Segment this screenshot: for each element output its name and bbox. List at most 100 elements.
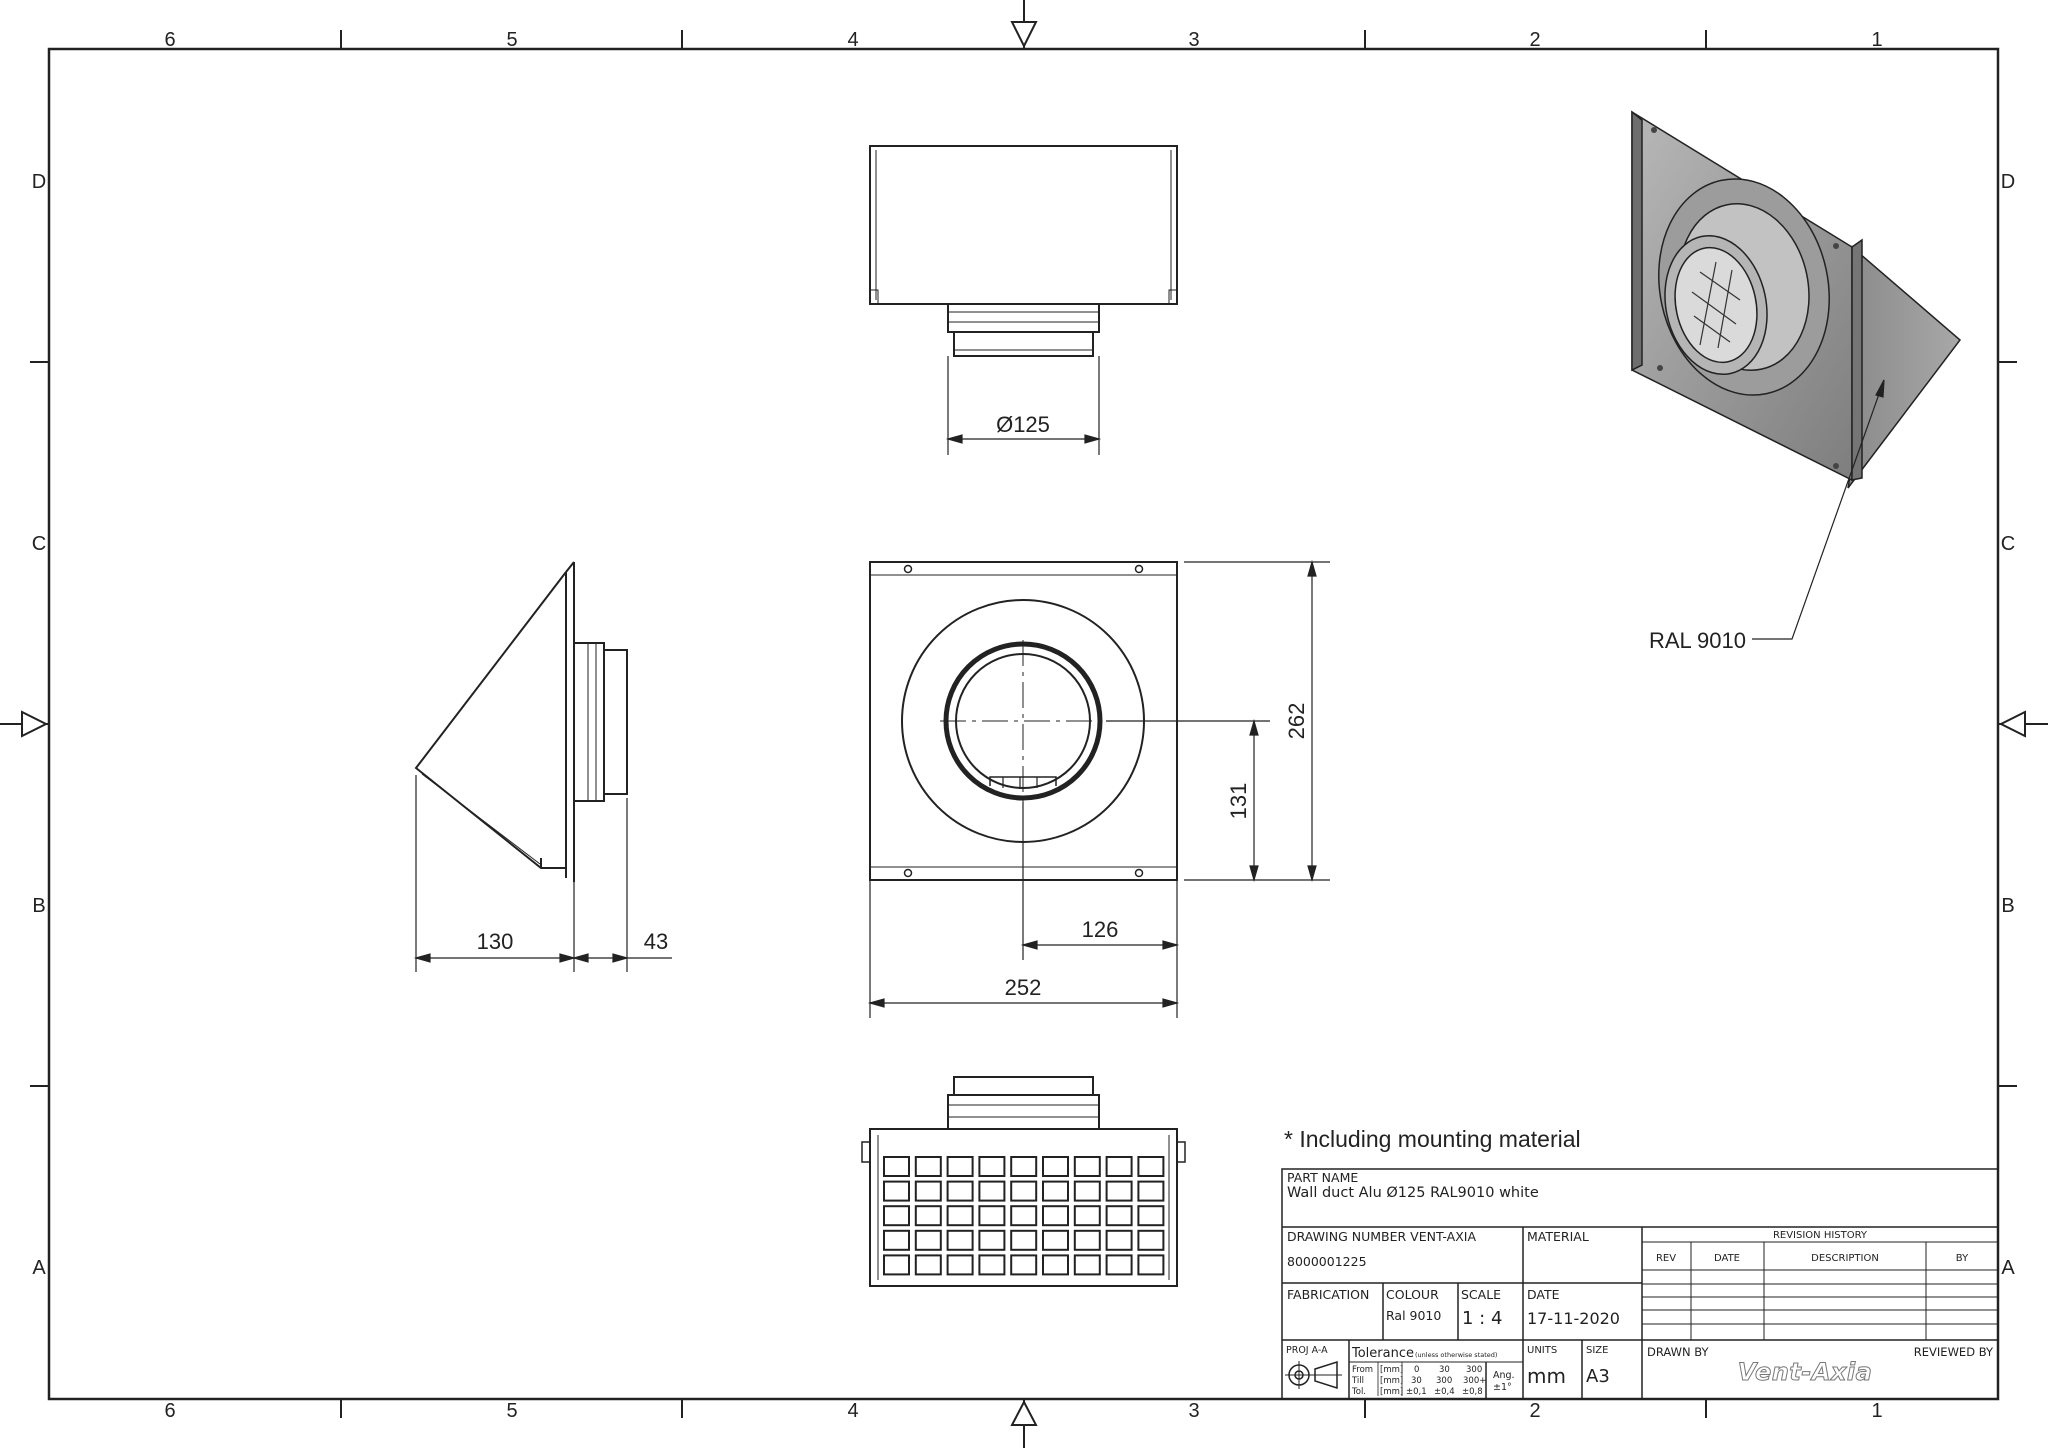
grille-opening — [1137, 1254, 1165, 1276]
grille-opening — [1105, 1180, 1133, 1202]
tolerance-label: Tolerance — [1351, 1346, 1414, 1361]
angle-value: ±1° — [1493, 1382, 1512, 1393]
column-label: 2 — [1529, 1400, 1540, 1422]
tolerance-cell: From — [1352, 1365, 1373, 1375]
column-label: 1 — [1871, 29, 1882, 51]
grille-opening — [883, 1229, 910, 1251]
angle-label: Ang. — [1493, 1370, 1515, 1381]
dimension-label-half-height: 131 — [1226, 783, 1251, 820]
fabrication-label: FABRICATION — [1287, 1287, 1369, 1302]
column-label: 3 — [1188, 1400, 1199, 1422]
tolerance-cell: 30 — [1411, 1376, 1422, 1386]
tolerance-cell: ±0,1 — [1406, 1387, 1427, 1397]
colour-value: Ral 9010 — [1386, 1308, 1441, 1323]
row-label: B — [32, 895, 45, 917]
row-label: B — [2001, 895, 2014, 917]
dimension-side — [413, 775, 672, 972]
tolerance-cell: 300 — [1466, 1365, 1482, 1375]
dimension-label-depth: 130 — [477, 929, 514, 954]
callout-ral-label: RAL 9010 — [1649, 628, 1746, 653]
date-value: 17-11-2020 — [1527, 1309, 1620, 1328]
grille-opening — [914, 1156, 942, 1177]
row-label: D — [2001, 171, 2015, 193]
tolerance-cell: [mm] — [1380, 1387, 1403, 1397]
units-value: mm — [1527, 1364, 1566, 1388]
grille-opening — [1010, 1205, 1038, 1227]
colour-label: COLOUR — [1386, 1287, 1439, 1302]
grille-opening — [1105, 1254, 1133, 1276]
grille-opening — [1073, 1156, 1101, 1177]
callout-leader — [1752, 379, 1885, 640]
grille-opening — [978, 1205, 1006, 1227]
grille-opening — [1073, 1205, 1101, 1227]
grille-opening — [914, 1180, 942, 1202]
grille-opening — [946, 1229, 974, 1251]
material-label: MATERIAL — [1527, 1229, 1589, 1244]
dimension-label-collar: 43 — [644, 929, 668, 954]
grille-opening — [1010, 1229, 1038, 1251]
grille-opening — [978, 1156, 1006, 1177]
grille-opening — [1042, 1229, 1069, 1251]
grille-opening — [883, 1254, 910, 1276]
grille-opening — [883, 1180, 910, 1202]
grille-opening — [978, 1180, 1006, 1202]
dimension-label-half-width: 126 — [1082, 917, 1119, 942]
grille-opening — [1137, 1205, 1165, 1227]
drawing-number-value: 8000001225 — [1287, 1254, 1367, 1269]
row-label: C — [2001, 533, 2015, 555]
grille-opening — [1042, 1156, 1069, 1177]
scale-value: 1 : 4 — [1462, 1308, 1502, 1329]
column-label: 2 — [1529, 29, 1540, 51]
grille-opening — [1137, 1229, 1165, 1251]
row-label: A — [32, 1257, 46, 1279]
tolerance-note: (unless otherwise stated) — [1415, 1351, 1497, 1359]
date-label: DATE — [1527, 1287, 1560, 1302]
grille-opening — [1137, 1180, 1165, 1202]
vent-axia-logo: Vent-Axia — [1738, 1358, 1873, 1386]
column-label: 4 — [847, 1400, 858, 1422]
dimension-label-height: 262 — [1284, 703, 1309, 740]
tolerance-cell: [mm] — [1380, 1376, 1403, 1386]
grille-opening — [883, 1205, 910, 1227]
projection-symbol — [1285, 1360, 1342, 1390]
title-block — [1281, 1168, 1999, 1400]
column-label: 1 — [1871, 1400, 1882, 1422]
part-name-label: PART NAME — [1287, 1170, 1358, 1185]
row-label: A — [2001, 1257, 2015, 1279]
grille-opening — [1010, 1156, 1038, 1177]
grille-opening — [946, 1180, 974, 1202]
size-value: A3 — [1586, 1366, 1610, 1387]
tolerance-cell: ±0,8 — [1462, 1387, 1483, 1397]
side-view — [414, 561, 628, 882]
rev-header: DESCRIPTION — [1811, 1253, 1879, 1264]
front-view-holes — [903, 564, 1144, 878]
revision-history-label: REVISION HISTORY — [1773, 1230, 1868, 1241]
grille-opening — [1073, 1254, 1101, 1276]
part-name-value: Wall duct Alu Ø125 RAL9010 white — [1287, 1185, 1539, 1201]
grille-opening — [1137, 1156, 1165, 1177]
tolerance-cell: 300+ — [1463, 1376, 1486, 1386]
grille-opening — [1042, 1254, 1069, 1276]
rev-header: DATE — [1714, 1253, 1740, 1264]
bottom-view — [861, 1076, 1186, 1287]
size-label: SIZE — [1586, 1345, 1608, 1356]
rev-header: REV — [1656, 1253, 1676, 1264]
dimension-label-diameter: Ø125 — [996, 412, 1050, 437]
grille-opening — [1105, 1156, 1133, 1177]
grille-opening — [1010, 1180, 1038, 1202]
grille-opening — [946, 1156, 974, 1177]
isometric-view — [1631, 110, 1962, 489]
grille-opening — [1105, 1229, 1133, 1251]
frame-ticks — [30, 30, 2017, 1418]
grille-opening — [1042, 1205, 1069, 1227]
centerlines — [940, 640, 1106, 802]
tolerance-cell: ±0,4 — [1434, 1387, 1455, 1397]
scale-label: SCALE — [1461, 1287, 1501, 1302]
tolerance-cell: Till — [1351, 1376, 1364, 1386]
top-view — [869, 145, 1178, 357]
units-label: UNITS — [1527, 1345, 1557, 1356]
grille-opening — [914, 1205, 942, 1227]
dimension-front — [867, 559, 1330, 1018]
dimension-top-diameter — [945, 356, 1102, 455]
